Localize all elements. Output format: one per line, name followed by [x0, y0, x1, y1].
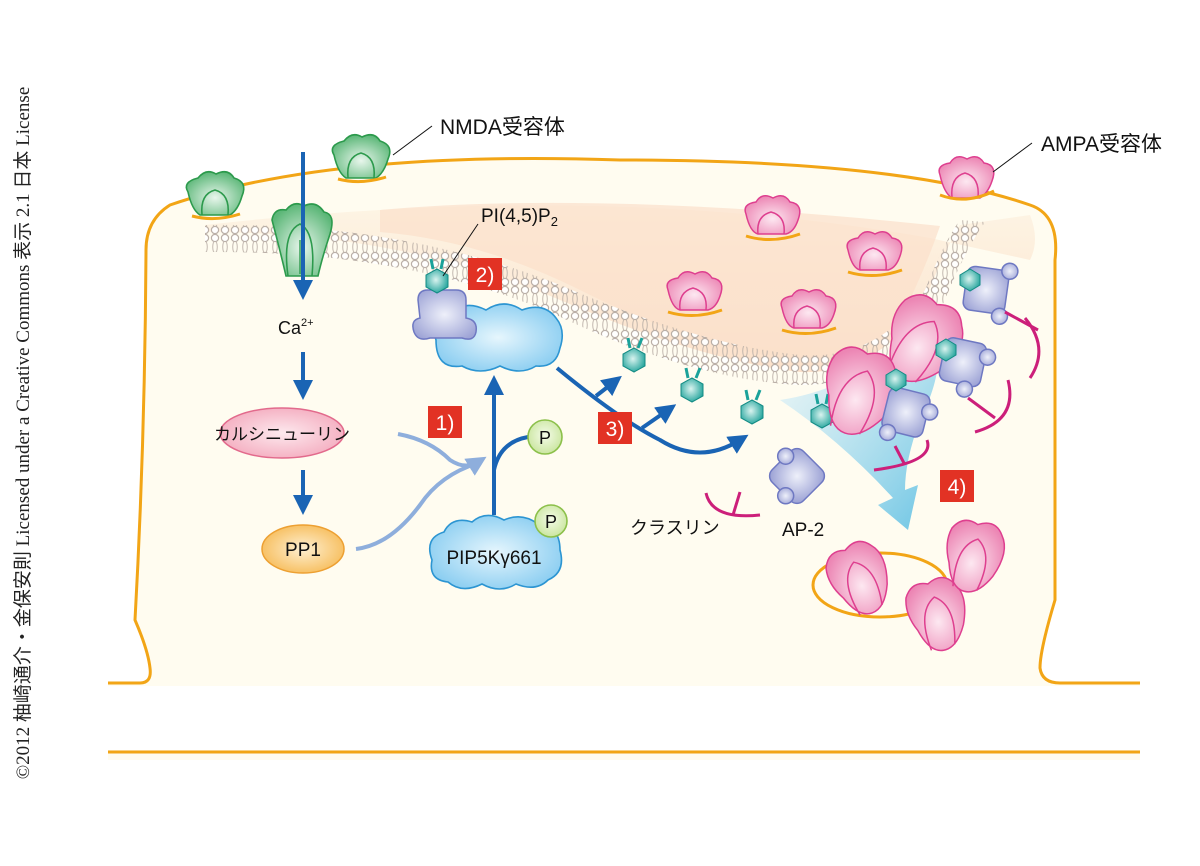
ampa-receptor-cluster: [825, 346, 899, 436]
ap2-free: [768, 447, 826, 505]
step-marker-2: 2): [468, 258, 502, 290]
arrow-pip2-branch-1: [594, 375, 622, 398]
lower-gap-fill: [108, 686, 1140, 750]
ampa-receptor-internalized: [946, 519, 1006, 593]
pip2-molecule: [959, 268, 981, 292]
ampa-receptor-surface: [938, 156, 995, 201]
arrow-pip2-synthesis: [555, 366, 749, 455]
lipid-bilayer: [205, 220, 985, 385]
pp1-node: PP1: [261, 524, 345, 574]
svg-text:3): 3): [606, 418, 625, 441]
pip2-molecule: [680, 367, 704, 403]
clathrin: [967, 379, 1012, 434]
pip2-molecule: [622, 337, 646, 373]
phospho-branch: [492, 435, 529, 471]
calcineurin-label: カルシニューリン: [214, 425, 350, 444]
ap2-label: AP-2: [782, 520, 824, 541]
pip2-molecule: [885, 368, 907, 392]
arrow-pip2-branch-2: [640, 404, 677, 430]
ampa-pointer-line: [992, 142, 1033, 173]
pip2-molecule: [935, 338, 957, 362]
pip2-label: PI(4,5)P2: [481, 206, 558, 229]
pip2-molecule: [810, 393, 834, 429]
ampa-receptor-vesicle: [780, 289, 837, 335]
clathrin: [873, 439, 930, 472]
pip2-molecule-labeled: [425, 258, 449, 294]
ap2-membrane-bound: [412, 289, 478, 340]
clathrin-label: クラスリン: [630, 518, 720, 538]
ampa-receptor-vesicle: [846, 231, 903, 277]
ampa-receptor-vesicle: [744, 195, 801, 241]
pip5k-label: PIP5Kγ661: [446, 548, 541, 569]
ampa-receptor-internalized: [825, 540, 888, 616]
spine-membrane-outline: [108, 156, 1140, 685]
ampa-receptor-vesicle: [666, 271, 723, 317]
svg-text:2): 2): [476, 264, 495, 287]
step-marker-3: 3): [598, 412, 632, 444]
ampa-receptor-internalized: [905, 576, 966, 652]
nmda-receptor-surface-1: [185, 170, 245, 221]
clathrin: [1004, 310, 1041, 379]
copyright-notice: ©2012 柚崎通介・金保安則 Licensed under a Creativ…: [13, 86, 34, 780]
calcium-label: Ca2+: [278, 317, 314, 338]
step-marker-4: 4): [940, 470, 974, 502]
phospho-label-attached: P: [545, 512, 557, 532]
calcineurin-node: カルシニューリン: [214, 407, 350, 459]
phospho-label: P: [539, 428, 551, 448]
ampa-receptor-label: AMPA受容体: [1041, 133, 1162, 156]
ap2-complex-cluster-3: [878, 386, 939, 442]
step-marker-1: 1): [428, 406, 462, 438]
nmda-pointer-line: [392, 125, 433, 156]
pip5k-phosphorylated: PIP5Kγ661 P: [428, 504, 568, 590]
arrow-pp1-dephos: [355, 461, 479, 551]
svg-text:1): 1): [436, 412, 455, 435]
phospho-group-released: P: [527, 419, 563, 455]
pip2-pointer-line: [442, 223, 479, 277]
nmda-receptor-label: NMDA受容体: [440, 116, 565, 139]
svg-text:4): 4): [948, 476, 967, 499]
clathrin-free: [704, 491, 761, 518]
pip2-molecule: [740, 389, 764, 425]
pp1-label: PP1: [285, 540, 321, 561]
nmda-receptor-surface-2: [331, 133, 391, 184]
